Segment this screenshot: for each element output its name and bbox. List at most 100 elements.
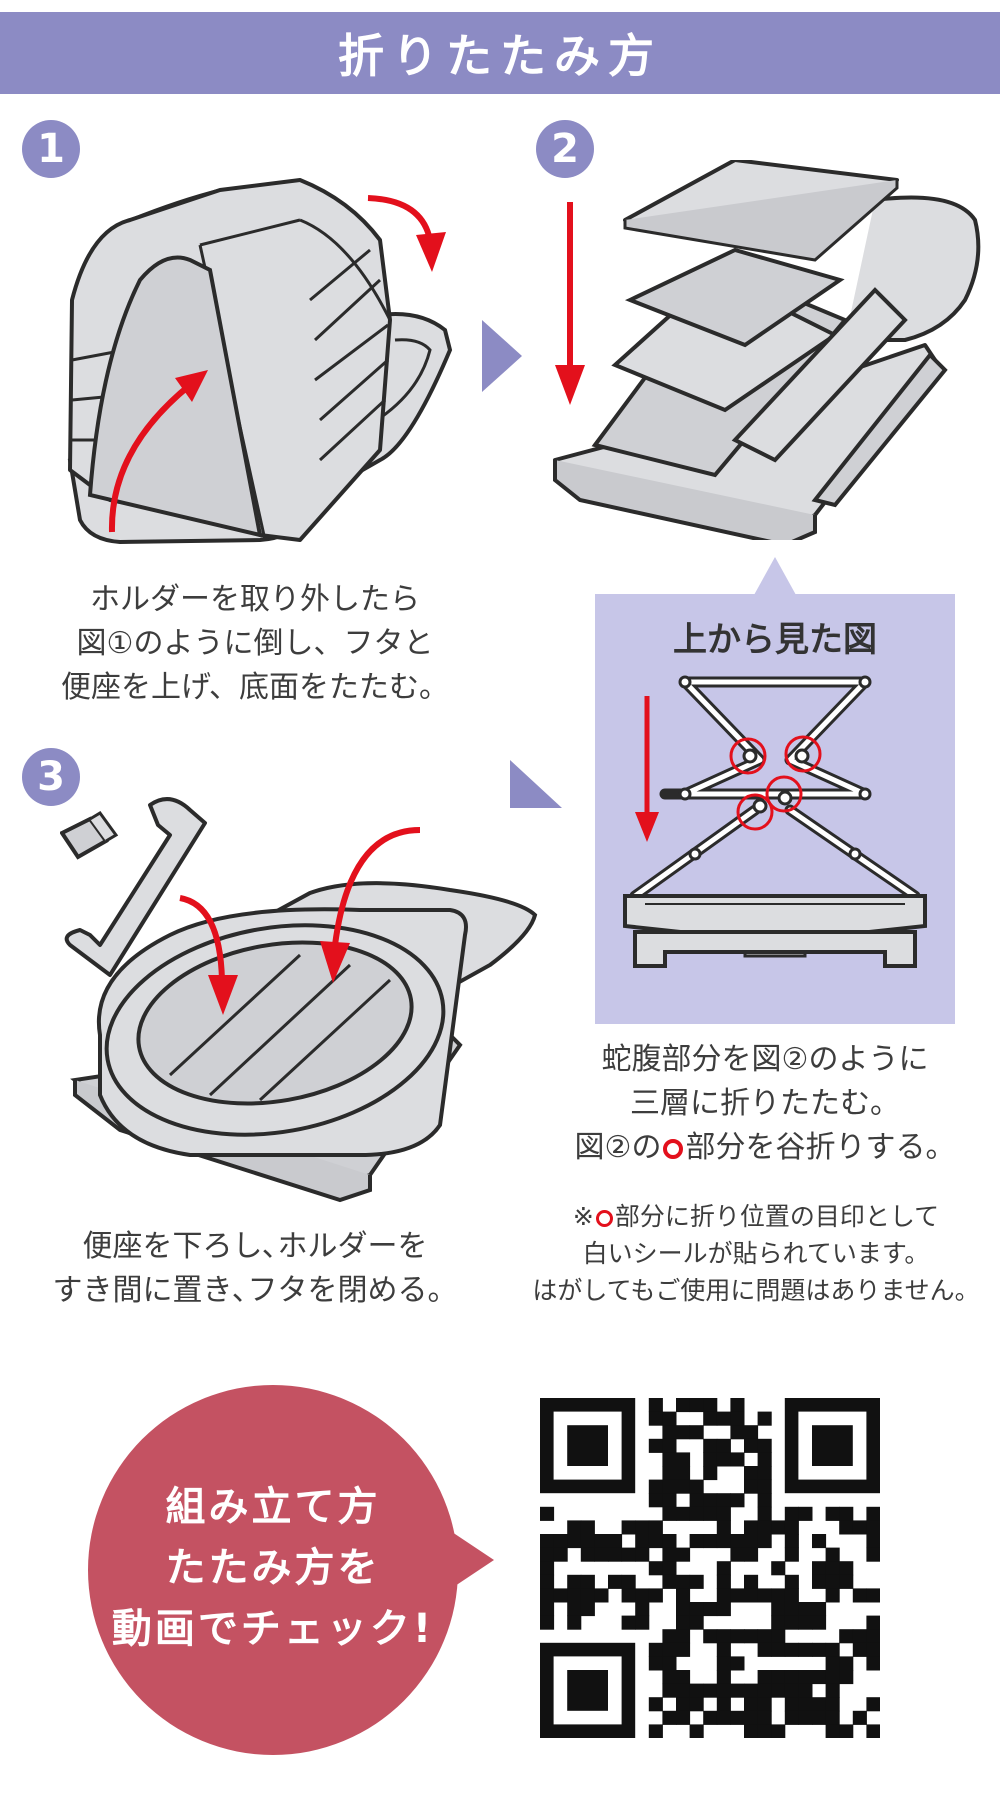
qr-module (757, 1710, 772, 1725)
qr-module (716, 1588, 731, 1603)
qr-module (635, 1520, 650, 1535)
section-header: 折りたたみ方 (0, 12, 1000, 94)
qr-module (771, 1588, 786, 1603)
note-line: ※部分に折り位置の目印として (515, 1198, 997, 1235)
qr-module (784, 1588, 799, 1603)
step-2-illustration (553, 160, 981, 540)
qr-module (553, 1588, 568, 1603)
qr-module (689, 1574, 704, 1589)
qr-module (757, 1506, 772, 1521)
qr-module (730, 1411, 745, 1426)
qr-module (757, 1479, 772, 1494)
qr-module (744, 1697, 759, 1712)
qr-module (567, 1520, 582, 1535)
qr-module (662, 1466, 677, 1481)
qr-module (812, 1670, 827, 1685)
qr-module (771, 1602, 786, 1617)
qr-code[interactable] (540, 1398, 880, 1738)
qr-module (798, 1602, 813, 1617)
qr-module (703, 1493, 718, 1508)
qr-module (812, 1561, 827, 1576)
qr-module (784, 1534, 799, 1549)
qr-module (676, 1452, 691, 1467)
qr-module (852, 1642, 867, 1657)
qr-module (716, 1710, 731, 1725)
red-circle-mark-icon (595, 1210, 613, 1227)
qr-module (730, 1588, 745, 1603)
qr-module (689, 1493, 704, 1508)
qr-module (703, 1411, 718, 1426)
video-callout-line: 動画でチェック! (111, 1606, 435, 1652)
qr-module (648, 1588, 663, 1603)
qr-module (716, 1561, 731, 1576)
qr-module (567, 1588, 582, 1603)
qr-module (852, 1588, 867, 1603)
qr-module (567, 1574, 582, 1589)
qr-module (866, 1588, 880, 1603)
qr-module (689, 1534, 704, 1549)
note: ※部分に折り位置の目印として 白いシールが貼られています。 はがしてもご使用に問… (515, 1198, 997, 1309)
step-2-badge: 2 (536, 120, 594, 178)
qr-module (771, 1561, 786, 1576)
qr-module (689, 1683, 704, 1698)
qr-module (744, 1588, 759, 1603)
step-3-caption-line: すき間に置き､フタを閉める。 (52, 1273, 458, 1308)
qr-module (744, 1724, 759, 1738)
qr-module (866, 1697, 880, 1712)
qr-module (825, 1724, 840, 1738)
qr-module (676, 1642, 691, 1657)
qr-module (757, 1642, 772, 1657)
qr-module (703, 1534, 718, 1549)
qr-module (784, 1506, 799, 1521)
qr-module (662, 1411, 677, 1426)
qr-module (757, 1588, 772, 1603)
qr-module (594, 1534, 609, 1549)
qr-module (757, 1438, 772, 1453)
qr-module (676, 1479, 691, 1494)
qr-module (771, 1724, 786, 1738)
qr-module (839, 1561, 854, 1576)
qr-module (689, 1506, 704, 1521)
qr-module (825, 1697, 840, 1712)
qr-module (825, 1670, 840, 1685)
qr-module (798, 1697, 813, 1712)
qr-module (676, 1670, 691, 1685)
qr-module (676, 1425, 691, 1440)
qr-module (784, 1615, 799, 1630)
qr-module (703, 1438, 718, 1453)
qr-module (621, 1615, 636, 1630)
qr-module (839, 1656, 854, 1671)
qr-module (730, 1547, 745, 1562)
qr-module (594, 1547, 609, 1562)
qr-module (676, 1615, 691, 1630)
qr-module (825, 1642, 840, 1657)
step-2-caption-text: 図②の (574, 1130, 662, 1165)
red-circle-mark-icon (663, 1139, 684, 1159)
qr-module (662, 1710, 677, 1725)
qr-module (662, 1683, 677, 1698)
qr-module (744, 1574, 759, 1589)
qr-module (825, 1506, 840, 1521)
qr-module (866, 1506, 880, 1521)
qr-module (676, 1629, 691, 1644)
qr-module (825, 1588, 840, 1603)
qr-module (839, 1506, 854, 1521)
qr-module (757, 1493, 772, 1508)
qr-module (798, 1710, 813, 1725)
qr-module (621, 1588, 636, 1603)
step-2-caption-line: 図②の部分を谷折りする。 (540, 1126, 990, 1170)
qr-module (567, 1602, 582, 1617)
qr-module (553, 1534, 568, 1549)
qr-module (676, 1574, 691, 1589)
qr-module (812, 1574, 827, 1589)
step-1-badge: 1 (22, 120, 80, 178)
qr-module (703, 1683, 718, 1698)
note-line: 白いシールが貼られています。 (582, 1239, 930, 1268)
qr-module (784, 1520, 799, 1535)
qr-finder-pattern (784, 1398, 880, 1494)
qr-module (839, 1629, 854, 1644)
qr-module (812, 1602, 827, 1617)
qr-module (771, 1629, 786, 1644)
qr-module (798, 1683, 813, 1698)
qr-module (825, 1683, 840, 1698)
